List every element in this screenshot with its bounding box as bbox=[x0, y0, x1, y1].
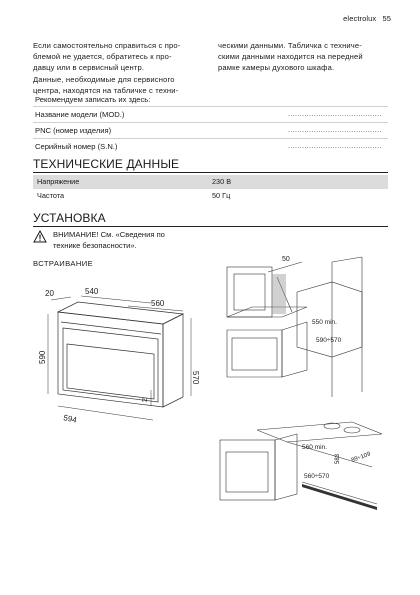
intro-text: Если самостоятельно справиться с про- бл… bbox=[33, 40, 388, 96]
dim-560-570: 560÷570 bbox=[304, 473, 330, 480]
intro-line: рамке камеры духового шкафа. bbox=[218, 63, 335, 73]
intro-line: Данные, необходимые для сервисного bbox=[33, 74, 175, 84]
intro-line: скими данными находится на передней bbox=[218, 52, 363, 62]
record-row-serial: Серийный номер (S.N.) ..................… bbox=[33, 138, 388, 154]
tech-data-title: ТЕХНИЧЕСКИЕ ДАННЫЕ bbox=[33, 157, 180, 171]
record-row-pnc: PNC (номер изделия) ....................… bbox=[33, 122, 388, 138]
warning-line: ВНИМАНИЕ! См. «Сведения по bbox=[53, 230, 165, 239]
warning-note: ВНИМАНИЕ! См. «Сведения по технике безоп… bbox=[33, 230, 208, 251]
undercounter-installation-drawing: 560 min. 583 89÷109 560÷570 bbox=[219, 421, 383, 510]
record-label: Серийный номер (S.N.) bbox=[35, 142, 118, 151]
oven-dimensions-drawing: 20 540 560 590 570 2 594 bbox=[38, 287, 200, 425]
warning-text: ВНИМАНИЕ! См. «Сведения по технике безоп… bbox=[53, 230, 165, 251]
intro-right-column: ческими данными. Табличка с техниче- ски… bbox=[218, 40, 388, 96]
dim-20: 20 bbox=[45, 289, 54, 298]
intro-line: ческими данными. Табличка с техниче- bbox=[218, 41, 362, 50]
dim-89-109: 89÷109 bbox=[351, 451, 372, 464]
plinth-bar bbox=[302, 484, 377, 510]
warning-line: технике безопасности». bbox=[53, 240, 137, 250]
built-in-subheading: ВСТРАИВАНИЕ bbox=[33, 259, 94, 268]
service-record-table: Рекомендуем записать их здесь: Название … bbox=[33, 94, 388, 154]
record-blank: ........................................ bbox=[288, 111, 382, 118]
spec-value: 230 В bbox=[212, 177, 232, 186]
spec-key: Напряжение bbox=[37, 177, 80, 186]
intro-line: центра, находятся на табличке с техни- bbox=[33, 85, 179, 95]
intro-line: блемой не удается, обратитесь к про- bbox=[33, 52, 172, 62]
page-number: 55 bbox=[382, 14, 391, 23]
spec-value: 50 Гц bbox=[212, 191, 231, 200]
dim-550-min: 550 min. bbox=[312, 319, 337, 326]
oven-outline bbox=[56, 301, 185, 408]
spec-row-frequency: Частота 50 Гц bbox=[33, 189, 388, 203]
dim-590: 590 bbox=[38, 350, 47, 364]
undercounter-outline bbox=[219, 421, 383, 505]
dim-50: 50 bbox=[282, 256, 290, 263]
intro-left-column: Если самостоятельно справиться с про- бл… bbox=[33, 40, 203, 96]
record-heading: Рекомендуем записать их здесь: bbox=[35, 95, 151, 104]
intro-line: Если самостоятельно справиться с про- bbox=[33, 41, 181, 50]
dimension-lines bbox=[47, 295, 192, 421]
intro-line: давцу или в сервисный центр. bbox=[33, 63, 145, 73]
installation-title-rule bbox=[33, 226, 388, 227]
warning-icon bbox=[33, 230, 47, 243]
dim-2: 2 bbox=[142, 398, 149, 402]
dim-540: 540 bbox=[85, 287, 99, 296]
dim-594: 594 bbox=[63, 413, 78, 425]
record-blank: ........................................ bbox=[288, 127, 382, 134]
record-row-model: Название модели (MOD.) .................… bbox=[33, 106, 388, 122]
brand-name: electrolux bbox=[343, 14, 377, 23]
record-blank: ........................................ bbox=[288, 143, 382, 150]
cabinet-hatching bbox=[272, 274, 286, 314]
dim-560: 560 bbox=[151, 299, 165, 308]
tech-title-rule bbox=[33, 172, 388, 173]
record-label: PNC (номер изделия) bbox=[35, 126, 112, 135]
spec-key: Частота bbox=[37, 191, 65, 200]
spec-row-voltage: Напряжение 230 В bbox=[33, 175, 388, 189]
installation-title: УСТАНОВКА bbox=[33, 211, 106, 225]
dim-570: 570 bbox=[191, 371, 200, 385]
cabinet-installation-drawing: 50 550 min. 590÷570 bbox=[226, 256, 363, 397]
record-label: Название модели (MOD.) bbox=[35, 110, 125, 119]
tech-spec-table: Напряжение 230 В Частота 50 Гц bbox=[33, 175, 388, 203]
cabinet-outline bbox=[226, 256, 363, 397]
dim-590-570: 590÷570 bbox=[316, 337, 342, 344]
dim-560-min: 560 min. bbox=[302, 444, 327, 451]
dim-583: 583 bbox=[335, 453, 341, 464]
page-header: electrolux 55 bbox=[343, 14, 391, 23]
